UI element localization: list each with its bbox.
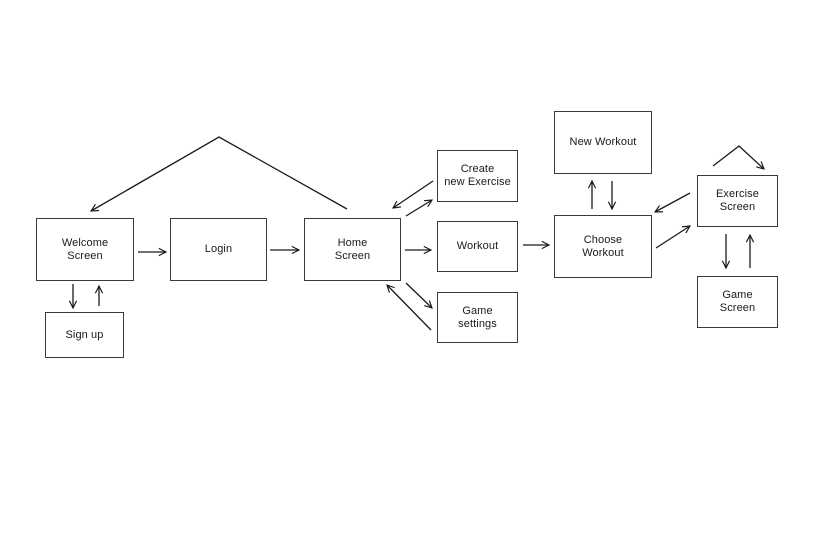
node-label-line: Sign up xyxy=(65,328,104,341)
node-login: Login xyxy=(170,218,267,281)
arrow-exercise-to-choose xyxy=(655,192,691,212)
node-label-line: settings xyxy=(458,317,497,330)
node-label-line: Login xyxy=(204,243,233,255)
node-welcome-screen: Welcome Screen xyxy=(36,218,134,281)
node-choose-workout: Choose Workout xyxy=(554,215,652,278)
node-label-line: new Exercise xyxy=(444,176,511,188)
node-game-screen: Game Screen xyxy=(697,276,778,328)
node-label-line: Home xyxy=(337,236,368,249)
node-label-line: Game xyxy=(722,289,753,301)
node-label-line: Screen xyxy=(67,249,103,262)
node-label-line: New Workout xyxy=(569,136,637,148)
node-exercise-screen: Exercise Screen xyxy=(697,175,778,227)
arrow-home-to-game-settings xyxy=(405,282,432,308)
arrow-game-settings-to-home xyxy=(387,285,432,331)
node-label-line: Game xyxy=(462,304,493,317)
node-label-line: Workout xyxy=(582,246,624,259)
node-game-settings: Game settings xyxy=(437,292,518,343)
node-label-line: Exercise xyxy=(716,188,759,200)
node-workout: Workout xyxy=(437,221,518,272)
arrow-exercise-self-loop xyxy=(712,145,764,169)
node-label-line: Screen xyxy=(719,201,756,213)
arrow-home-to-create-exercise xyxy=(405,200,432,217)
node-label-line: Screen xyxy=(334,249,371,262)
node-label-line: Choose xyxy=(583,233,623,246)
node-new-workout: New Workout xyxy=(554,111,652,174)
arrow-choose-to-exercise xyxy=(655,226,690,249)
node-home-screen: Home Screen xyxy=(304,218,401,281)
node-label-line: Workout xyxy=(456,240,499,252)
arrow-home-to-welcome xyxy=(91,136,348,211)
node-label-line: Welcome xyxy=(61,236,109,249)
node-sign-up: Sign up xyxy=(45,312,124,358)
node-label-line: Create xyxy=(460,163,495,175)
arrow-create-exercise-to-home xyxy=(393,180,434,208)
node-label-line: Screen xyxy=(719,302,756,314)
node-create-new-exercise: Create new Exercise xyxy=(437,150,518,202)
